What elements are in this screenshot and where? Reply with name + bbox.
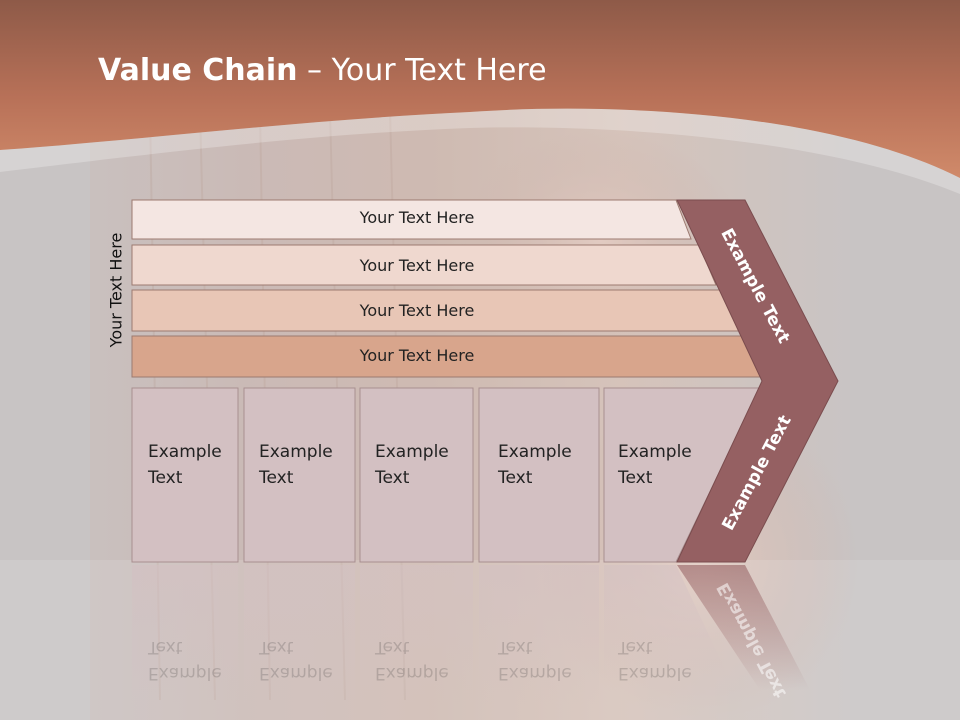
cell-label-reflection-4: Example Text — [498, 637, 572, 683]
header-band — [0, 0, 960, 194]
cell-label-reflection-5: Example Text — [618, 637, 692, 683]
row-bar-2[interactable] — [131, 244, 717, 286]
row-label-4: Your Text Here — [359, 346, 475, 365]
activity-cell-2[interactable] — [243, 387, 356, 563]
row-bar-1[interactable] — [131, 199, 692, 240]
cell-label-reflection-2: Example Text — [259, 637, 333, 683]
cells-reflection — [132, 565, 730, 705]
cell-label-1: Example Text — [148, 442, 222, 488]
slide-title: Value Chain – Your Text Here — [98, 53, 547, 88]
cell-label-3: Example Text — [375, 442, 449, 488]
cell-label-4: Example Text — [498, 442, 572, 488]
title-rest-part: – Your Text Here — [297, 53, 547, 88]
cell-label-5: Example Text — [618, 442, 692, 488]
row-label-2: Your Text Here — [359, 256, 475, 275]
cell-label-reflection-3: Example Text — [375, 637, 449, 683]
activity-cell-1[interactable] — [131, 387, 239, 563]
activity-cell-3[interactable] — [359, 387, 474, 563]
activity-cell-4[interactable] — [478, 387, 600, 563]
cell-label-2: Example Text — [259, 442, 333, 488]
activity-cell-5[interactable] — [603, 387, 761, 563]
cell-label-reflection-1: Example Text — [148, 637, 222, 683]
margin-chevron[interactable] — [676, 199, 839, 563]
margin-chevron-reflection — [677, 565, 810, 690]
row-label-3: Your Text Here — [359, 301, 475, 320]
title-bold-part: Value Chain — [98, 53, 298, 88]
row-label-1: Your Text Here — [359, 208, 475, 227]
